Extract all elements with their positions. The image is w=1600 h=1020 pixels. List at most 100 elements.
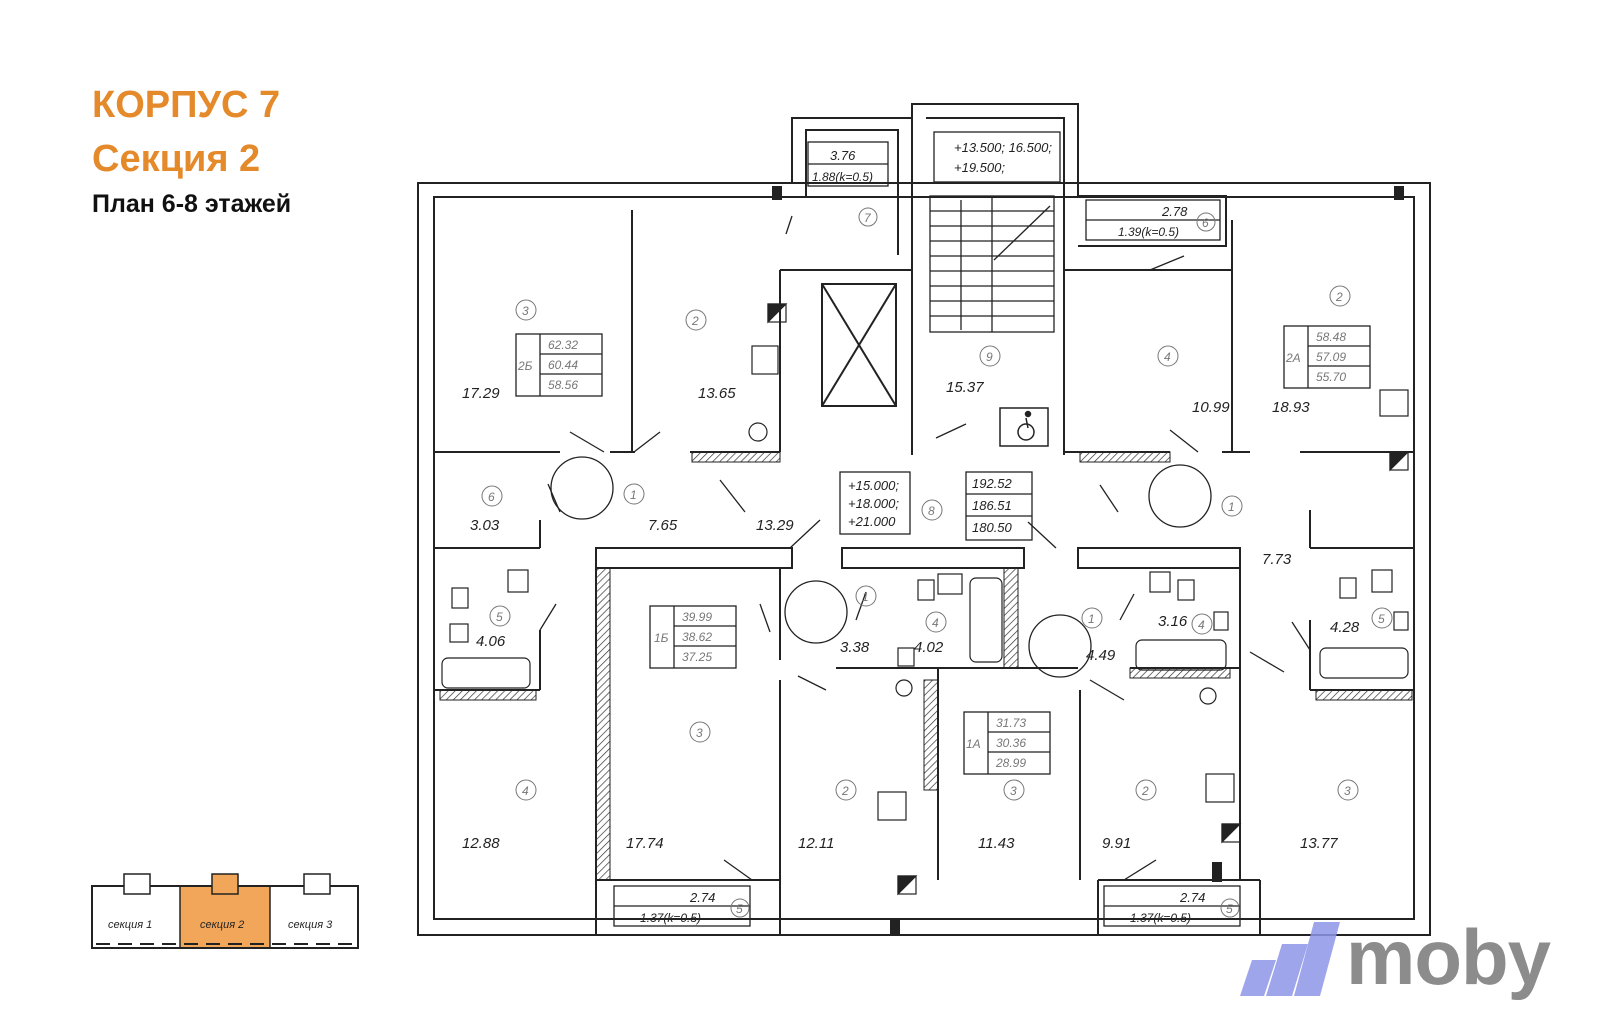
stair-flights [929, 195, 1055, 333]
lobby-elevation-line3: +21.000 [848, 514, 896, 529]
apartment-1a-table: 1А 31.73 30.36 28.99 [966, 716, 1026, 770]
room-number-circle [489, 605, 511, 627]
common-number: 8 [928, 504, 935, 518]
room-label: 17.29 3 [462, 299, 537, 402]
hatched-walls [439, 451, 1413, 881]
outer-walls [417, 103, 1431, 936]
room-number-circle [1135, 779, 1157, 801]
room-number: 4 [1164, 350, 1171, 364]
room-number-circle [515, 299, 537, 321]
balcony-area-k: 1.37(k=0.5) [1130, 911, 1191, 925]
room-area: 13.65 [698, 385, 736, 402]
info-boxes [515, 131, 1371, 927]
room-number: 2 [1335, 290, 1343, 304]
balcony-number: 5 [736, 902, 743, 916]
room-area: 18.93 [1272, 399, 1310, 416]
balcony-top-number-circle [1196, 212, 1216, 232]
room-number: 4 [1198, 618, 1205, 632]
room-area: 7.73 [1262, 551, 1292, 568]
stair-room-area: 15.37 [946, 379, 984, 396]
apartment-area: 55.70 [1316, 370, 1346, 384]
room-area: 10.99 [1192, 399, 1230, 416]
balcony-area: 2.74 [689, 890, 715, 905]
key-plan-active-section [180, 886, 270, 948]
balcony-number-circle [1220, 898, 1240, 918]
room-label: 17.74 3 [626, 721, 711, 852]
room-label: 11.43 3 [978, 779, 1025, 852]
room-number: 4 [932, 616, 939, 630]
storage-room-number: 7 [864, 211, 872, 225]
balcony-top-area-k: 1.39(k=0.5) [1118, 225, 1179, 239]
room-number-circle [623, 483, 645, 505]
storage-room-number-circle [858, 207, 878, 227]
key-plan-section-label: секция 2 [200, 919, 244, 931]
room-area: 17.74 [626, 835, 664, 852]
lobby-elevation-line2: +18.000; [848, 496, 899, 511]
balcony-top-area: 2.78 [1161, 204, 1188, 219]
balcony-area: 2.74 [1179, 890, 1205, 905]
apartment-area: 31.73 [996, 716, 1026, 730]
room-number-circle [925, 611, 947, 633]
storage-area: 3.76 [830, 148, 856, 163]
room-labels: 17.29 3 13.65 2 10.99 4 18.93 2 3.03 6 7… [462, 285, 1393, 852]
lobby-elevation-line1: +15.000; [848, 478, 899, 493]
room-area: 4.06 [476, 633, 506, 650]
apartment-type: 1А [966, 737, 981, 751]
room-number-circle [481, 485, 503, 507]
room-area: 12.11 [798, 835, 834, 852]
apartment-type: 2Б [517, 359, 533, 373]
room-number-circle [855, 585, 877, 607]
room-area: 4.02 [914, 639, 944, 656]
room-area: 13.77 [1300, 835, 1338, 852]
stair-elevation-line1: +13.500; 16.500; [954, 140, 1052, 155]
room-area: 4.49 [1086, 647, 1116, 664]
room-number-circle [1329, 285, 1351, 307]
balcony-bottom-left: 2.74 1.37(k=0.5) 5 [640, 890, 750, 925]
room-label: 4.28 5 [1330, 607, 1393, 636]
moby-logo-mark-icon [1240, 922, 1340, 996]
common-number-circle [921, 499, 943, 521]
room-area: 3.16 [1158, 613, 1188, 630]
apartment-area: 62.32 [548, 338, 578, 352]
room-label: 13.77 3 [1300, 779, 1359, 852]
room-number: 3 [696, 726, 703, 740]
balcony-number-circle [730, 898, 750, 918]
room-label: 4.06 5 [476, 605, 511, 650]
room-label: 12.11 2 [798, 779, 857, 852]
room-label: 9.91 2 [1102, 779, 1157, 852]
key-plan-section-label: секция 1 [108, 919, 152, 931]
moby-logo [1240, 922, 1340, 996]
room-number-circle [1003, 779, 1025, 801]
balcony-area-k: 1.37(k=0.5) [640, 911, 701, 925]
stair-elevation-line2: +19.500; [954, 160, 1005, 175]
room-number-circle [1221, 495, 1243, 517]
room-number: 2 [841, 784, 849, 798]
apartment-area: 37.25 [682, 650, 712, 664]
room-label: 3.16 4 [1158, 613, 1213, 635]
apartment-type: 1Б [654, 631, 669, 645]
room-label: 4.49 1 [1081, 607, 1116, 664]
balcony-number: 5 [1226, 902, 1233, 916]
common-area-1: 192.52 [972, 476, 1013, 491]
room-number: 1 [862, 590, 869, 604]
room-label: 12.88 4 [462, 779, 537, 852]
balcony-top-number: 6 [1202, 216, 1209, 230]
apartment-area: 57.09 [1316, 350, 1346, 364]
room-area: 4.28 [1330, 619, 1360, 636]
room-number: 6 [488, 490, 495, 504]
vent-shafts [767, 303, 1410, 896]
room-number: 3 [522, 304, 529, 318]
apartment-area: 60.44 [548, 358, 578, 372]
room-area: 3.03 [470, 517, 500, 534]
room-area: 12.88 [462, 835, 500, 852]
room-number: 1 [630, 488, 637, 502]
room-number-circle [515, 779, 537, 801]
room-number: 2 [1141, 784, 1149, 798]
key-plan-section-label: секция 3 [288, 919, 333, 931]
room-number-circle [689, 721, 711, 743]
wheelchair-turning-circles [550, 456, 1212, 678]
room-number-circle [1337, 779, 1359, 801]
door-swings [539, 215, 1311, 881]
building-title: КОРПУС 7 [92, 84, 281, 126]
apartment-type: 2А [1285, 351, 1301, 365]
